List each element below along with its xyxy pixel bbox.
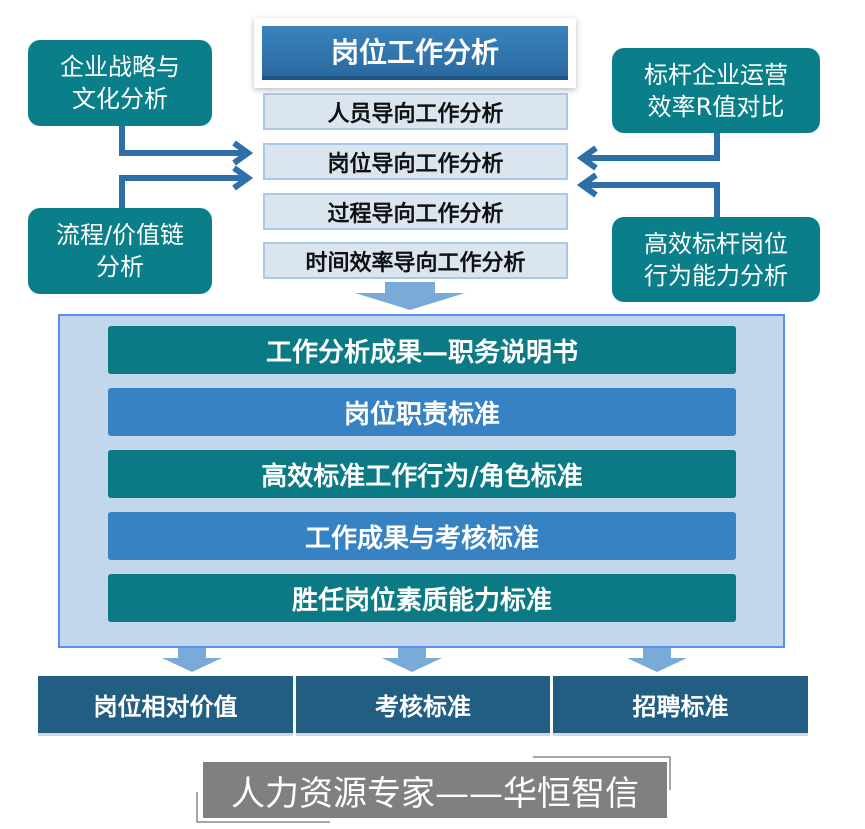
method-box: 时间效率导向工作分析 [263,242,568,279]
down-arrow [355,282,465,310]
method-box: 过程导向工作分析 [263,193,568,230]
application-cell: 考核标准 [296,676,550,736]
application-cell: 岗位相对价值 [38,676,293,736]
method-box: 人员导向工作分析 [263,93,568,130]
result-bar: 岗位职责标准 [108,388,736,436]
input-box-left: 企业战略与 文化分析 [28,40,212,126]
footer-frame-lines [196,756,671,823]
page-title: 岗位工作分析 [262,26,568,80]
input-box-right: 标杆企业运营 效率R值对比 [612,48,820,133]
result-bar: 高效标准工作行为/角色标准 [108,450,736,498]
footer-banner: 人力资源专家——华恒智信 [203,762,667,818]
input-box-right: 高效标杆岗位 行为能力分析 [612,217,820,302]
down-arrow [162,648,222,672]
result-bar: 工作分析成果—职务说明书 [108,326,736,374]
application-cell: 招聘标准 [553,676,808,736]
result-bar: 工作成果与考核标准 [108,512,736,560]
down-arrow [627,648,687,672]
title-frame: 岗位工作分析 [254,18,576,88]
result-bar: 胜任岗位素质能力标准 [108,574,736,622]
method-box: 岗位导向工作分析 [263,143,568,180]
input-box-left: 流程/价值链 分析 [28,208,212,294]
down-arrow [382,648,442,672]
